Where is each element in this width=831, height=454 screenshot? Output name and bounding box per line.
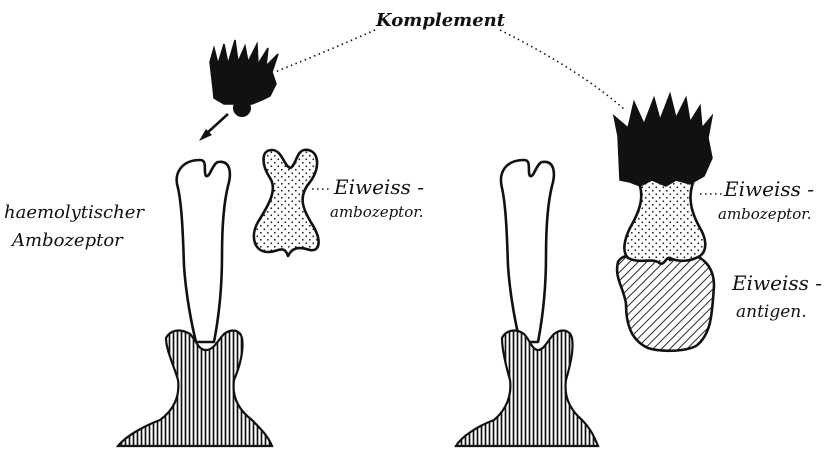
komplement-label: Komplement	[375, 10, 506, 31]
haemolytic-label-line1: haemolytischer	[4, 202, 145, 223]
haemolytic-amboceptor-right	[501, 160, 554, 342]
left-eiweiss-label-line2: ambozeptor.	[330, 203, 424, 221]
bound-complement	[614, 94, 712, 186]
antigen-label-line2: antigen.	[736, 302, 807, 322]
binding-arrow	[199, 114, 228, 141]
haemolytic-amboceptor-left	[177, 160, 230, 342]
protein-antigen	[617, 250, 714, 351]
cell-receptor-right	[456, 331, 598, 446]
cell-receptor-left	[118, 331, 272, 446]
komplement-connector-right	[500, 30, 625, 110]
right-eiweiss-label-line2: ambozeptor.	[718, 205, 812, 223]
antigen-label-line1: Eiweiss -	[731, 271, 822, 295]
haemolytic-label-line2: Ambozeptor	[10, 230, 124, 251]
free-complement	[210, 40, 278, 117]
free-protein-amboceptor	[254, 150, 319, 256]
komplement-connector-left	[275, 30, 375, 72]
right-eiweiss-label-line1: Eiweiss -	[723, 177, 814, 201]
left-eiweiss-label-line1: Eiweiss -	[333, 175, 424, 199]
